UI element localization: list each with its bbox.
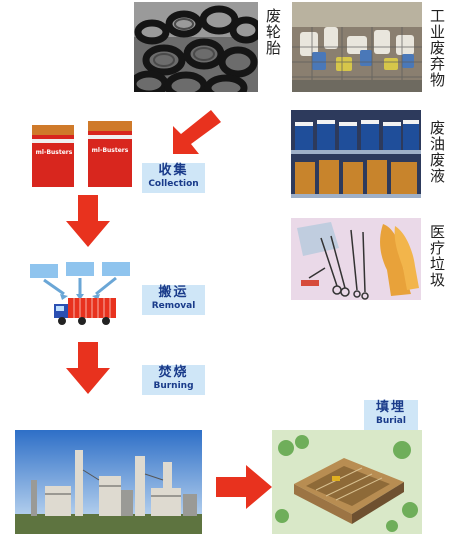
arrow-down-1 [66,195,110,247]
label-medical-waste: 医疗垃圾 [428,224,446,288]
step-burial: 填埋 Burial [364,400,418,430]
product-brand-left: ml-Busters [35,149,73,156]
industrial-waste-photo [292,2,422,92]
step-collection: 收集 Collection [142,163,205,193]
step-collection-en: Collection [148,179,199,189]
step-removal-en: Removal [151,301,196,311]
removal-illustration [22,250,140,336]
landfill-illustration [272,430,422,534]
step-removal: 搬运 Removal [142,285,205,315]
step-burning: 焚烧 Burning [142,365,205,395]
step-removal-zh: 搬运 [158,285,189,300]
label-industrial-waste: 工业废弃物 [428,8,446,88]
medical-waste-photo [291,218,421,300]
incineration-plant-photo [15,430,202,534]
step-burial-zh: 填埋 [375,400,406,415]
step-collection-zh: 收集 [158,163,189,178]
step-burning-zh: 焚烧 [158,365,189,380]
waste-oil-photo [291,110,421,198]
arrow-down-2 [66,342,110,394]
arrow-right-to-burial [216,465,272,509]
arrow-sources-to-collection [173,110,221,154]
step-burning-en: Burning [153,381,194,391]
label-waste-tires: 废轮胎 [264,8,282,56]
tire-photo [134,2,258,92]
product-brand-right: ml-Busters [91,147,129,154]
step-burial-en: Burial [376,416,406,426]
label-waste-oil: 废油废液 [428,120,446,184]
collection-product-photo: ml-Busters ml-Busters [22,115,140,193]
